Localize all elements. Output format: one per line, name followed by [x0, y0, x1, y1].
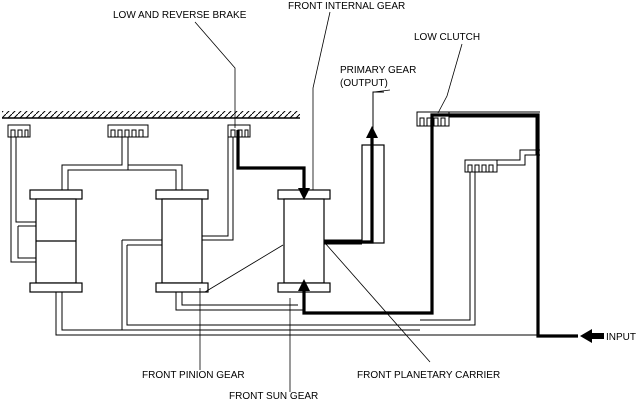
transmission-case [2, 111, 300, 119]
power-flow-path [236, 113, 578, 338]
label-front-pinion-gear: FRONT PINION GEAR [142, 370, 245, 381]
label-front-planetary-carrier: FRONT PLANETARY CARRIER [357, 370, 500, 381]
front-planetary-block [277, 189, 331, 293]
flow-arrows [298, 126, 604, 343]
input-arrow-icon [580, 329, 604, 343]
planetary-set-left [29, 189, 83, 293]
label-low-clutch: LOW CLUTCH [414, 32, 480, 43]
brake-element-middle [107, 124, 149, 138]
label-front-internal-gear: FRONT INTERNAL GEAR [288, 1, 405, 12]
brake-element-left [7, 124, 31, 138]
label-input: INPUT [606, 332, 636, 343]
label-primary-gear: PRIMARY GEAR [340, 65, 416, 76]
clutch-element-right [464, 159, 498, 173]
label-low-and-reverse-brake: LOW AND REVERSE BRAKE [113, 10, 247, 21]
label-primary-gear-output: (OUTPUT) [340, 78, 388, 89]
shafts [10, 91, 540, 336]
front-pinion-block [155, 189, 209, 293]
label-front-sun-gear: FRONT SUN GEAR [229, 391, 318, 402]
leader-lines [194, 11, 463, 392]
arrow-up-output [366, 126, 378, 138]
arrow-up-into-sun-gear [298, 279, 310, 291]
arrow-down-into-internal-gear [298, 188, 310, 200]
